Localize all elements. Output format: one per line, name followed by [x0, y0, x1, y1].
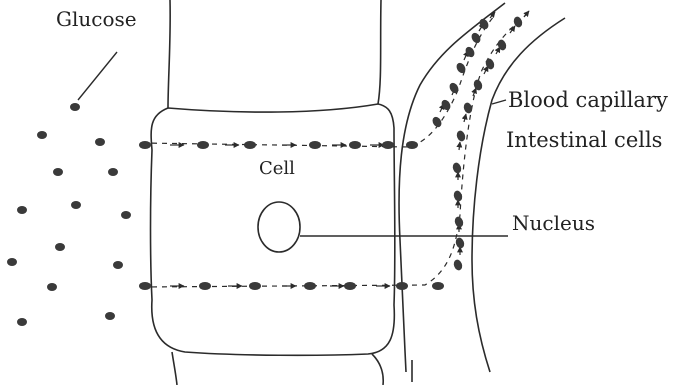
transport-arrow [473, 88, 476, 96]
glucose-molecule-in-blood [462, 101, 473, 114]
glucose-molecule [17, 318, 27, 326]
glucose-molecule [108, 168, 118, 176]
glucose-molecule-in-blood [478, 17, 490, 31]
glucose-molecule-in-transit [382, 141, 394, 149]
blood-capillary-leader [492, 100, 506, 104]
glucose-molecule-in-blood [452, 189, 463, 202]
glucose-molecule [121, 211, 131, 219]
glucose-molecule-in-transit [199, 282, 211, 290]
upper-cell-left-wall [168, 0, 170, 108]
upper-route [142, 15, 495, 147]
glucose-molecule-in-blood [453, 215, 464, 228]
glucose-molecule-in-transit [139, 282, 151, 290]
glucose-leader [78, 52, 117, 100]
nucleus-shape [258, 202, 300, 252]
glucose-molecule-in-transit [304, 282, 316, 290]
glucose-molecule [53, 168, 63, 176]
glucose-molecule-in-blood [448, 81, 460, 95]
glucose-molecule [113, 261, 123, 269]
glucose-molecule [7, 258, 17, 266]
blood-capillary-label: Blood capillary [508, 90, 668, 111]
glucose-molecule-in-transit [396, 282, 408, 290]
glucose-molecule [95, 138, 105, 146]
transport-arrow [464, 114, 466, 122]
cell-label: Cell [259, 160, 295, 178]
upper-cell-right-wall [378, 0, 381, 104]
lower-cell-left-wall [172, 352, 177, 385]
glucose-molecule-in-transit [406, 141, 418, 149]
glucose-molecule-in-blood [451, 161, 462, 174]
lower-cell-right-wall [372, 354, 383, 385]
glucose-molecule-in-transit [349, 141, 361, 149]
glucose-molecule-in-blood [470, 31, 482, 45]
glucose-molecule [37, 131, 47, 139]
glucose-molecule-in-transit [309, 141, 321, 149]
glucose-molecule-in-transit [344, 282, 356, 290]
intestinal-cells-label: Intestinal cells [506, 130, 662, 151]
transport-arrows [170, 11, 529, 286]
transport-arrow [459, 142, 460, 150]
glucose-molecule [17, 206, 27, 214]
glucose-molecule-in-blood [472, 78, 483, 91]
glucose-molecule-in-transit [197, 141, 209, 149]
glucose-molecule-in-blood [452, 258, 463, 271]
transport-arrow [524, 11, 529, 17]
nucleus-label: Nucleus [512, 213, 595, 233]
capillary-outer-wall [399, 3, 505, 372]
glucose-label: Glucose [56, 9, 137, 29]
glucose-molecule-in-transit [432, 282, 444, 290]
glucose-molecule [70, 103, 80, 111]
blood-capillary [399, 3, 565, 372]
glucose-molecule-in-blood [431, 115, 443, 129]
glucose-molecule [71, 201, 81, 209]
glucose-molecule [55, 243, 65, 251]
intestinal-cells-outline [151, 0, 413, 385]
glucose-molecule-in-blood [455, 129, 466, 142]
glucose-molecule-in-transit [244, 141, 256, 149]
glucose-molecule-in-transit [139, 141, 151, 149]
glucose-molecule-in-blood [455, 61, 467, 75]
glucose-molecule [47, 283, 57, 291]
glucose-molecule [105, 312, 115, 320]
glucose-molecule-in-transit [249, 282, 261, 290]
